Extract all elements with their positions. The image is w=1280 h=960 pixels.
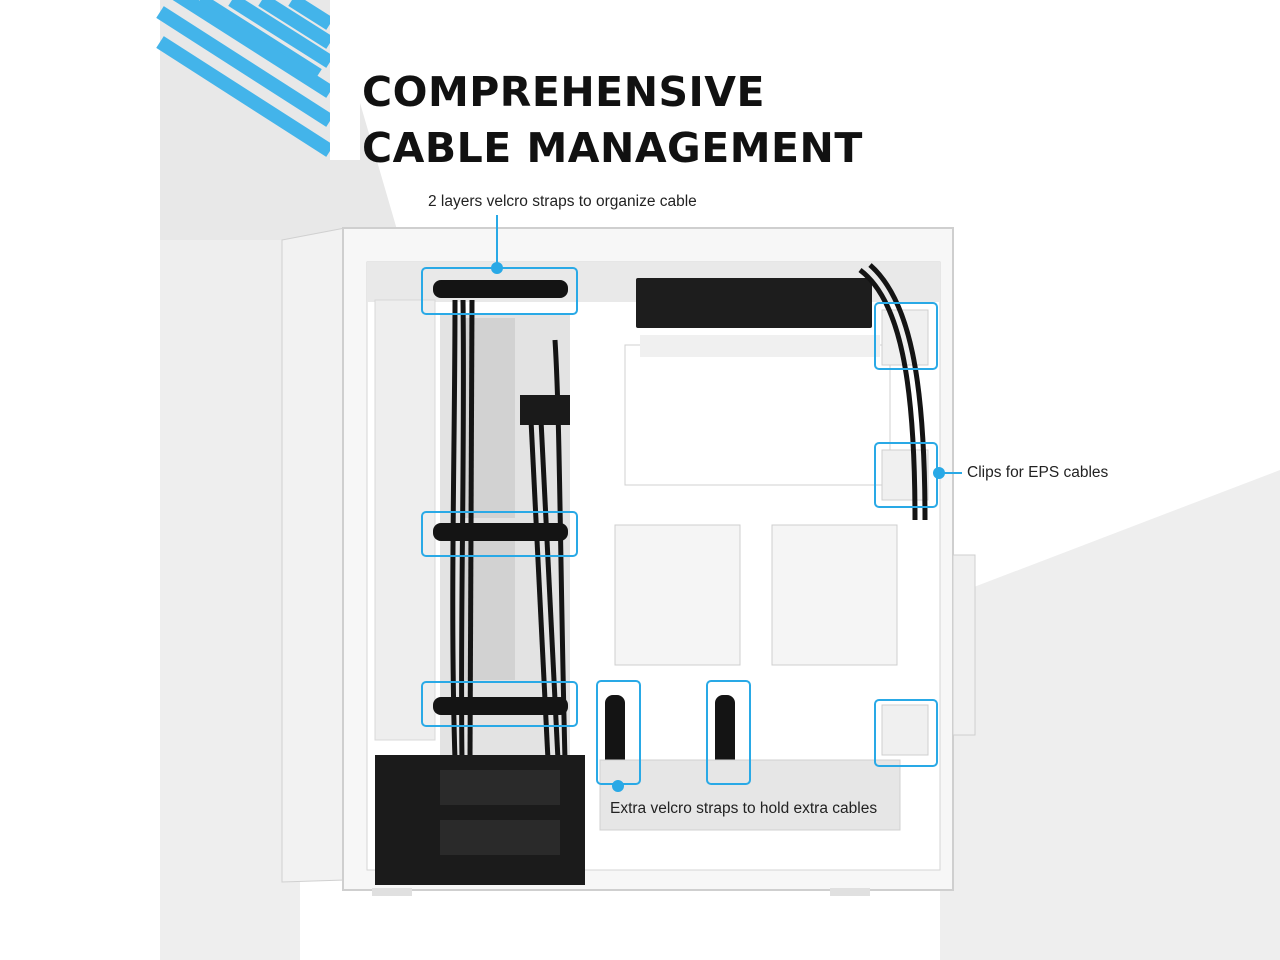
highlight-eps-clip-mid bbox=[874, 442, 938, 508]
rear-tray-left bbox=[374, 299, 436, 741]
psu-shroud bbox=[599, 759, 901, 831]
velcro-strap-mid bbox=[433, 523, 568, 541]
psu-connector bbox=[520, 395, 570, 425]
velcro-strap-low bbox=[433, 697, 568, 715]
callout-eps-leader bbox=[944, 472, 962, 474]
velcro-strap-top bbox=[433, 280, 568, 298]
drive-cage-slot-2 bbox=[440, 820, 560, 855]
callout-eps-label: Clips for EPS cables bbox=[967, 464, 1109, 481]
extra-strap-left bbox=[605, 695, 625, 780]
ssd-window bbox=[640, 335, 880, 357]
extra-strap-right bbox=[715, 695, 735, 780]
drive-plate-left bbox=[614, 524, 741, 666]
front-panel bbox=[281, 227, 346, 883]
highlight-eps-clip-low bbox=[874, 699, 938, 767]
title-line-1: COMPREHENSIVE bbox=[362, 68, 766, 116]
callout-velcro-top-leader bbox=[496, 215, 498, 267]
ssd-bracket bbox=[624, 344, 891, 486]
title-line-2: CABLE MANAGEMENT bbox=[362, 124, 863, 172]
callout-extra-label: Extra velcro straps to hold extra cables bbox=[610, 800, 878, 817]
drive-cage-slot-1 bbox=[440, 770, 560, 805]
fan-hub-board bbox=[636, 278, 872, 328]
drive-plate-right bbox=[771, 524, 898, 666]
expansion-slots bbox=[952, 554, 976, 736]
highlight-eps-clip-top bbox=[874, 302, 938, 370]
blue-stripes bbox=[156, 0, 334, 157]
right-gray-panel bbox=[940, 470, 1280, 960]
callout-extra-dot bbox=[612, 780, 624, 792]
highlight-velcro-mid bbox=[421, 511, 578, 557]
highlight-velcro-top bbox=[421, 267, 578, 315]
case-foot-right bbox=[830, 888, 870, 896]
eps-clip-mid bbox=[881, 449, 929, 501]
eps-clip-low bbox=[881, 704, 929, 756]
callout-eps-dot bbox=[933, 467, 945, 479]
page-title: COMPREHENSIVE CABLE MANAGEMENT bbox=[362, 64, 863, 176]
callout-velcro-top-label: 2 layers velcro straps to organize cable bbox=[428, 193, 697, 210]
highlight-extra-strap-right bbox=[706, 680, 751, 785]
highlight-extra-strap-left bbox=[596, 680, 641, 785]
case-foot-left bbox=[372, 888, 412, 896]
eps-cables bbox=[858, 263, 928, 521]
highlight-velcro-low bbox=[421, 681, 578, 727]
